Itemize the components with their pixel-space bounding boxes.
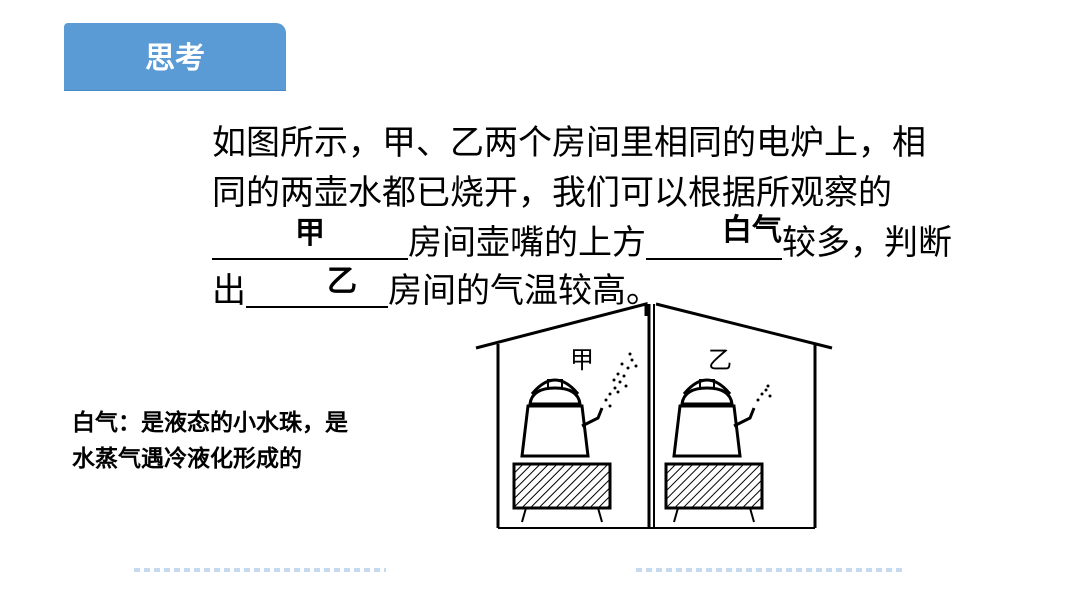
stove-right xyxy=(664,462,764,510)
answer-blank-3[interactable] xyxy=(246,272,388,308)
footer-divider-right xyxy=(636,568,902,572)
question-line-2: 同的两壶水都已烧开，我们可以根据所观察的 xyxy=(212,173,892,213)
note-line-1: 白气：是液态的小水珠，是 xyxy=(72,410,348,436)
question-line-4-start: 出 xyxy=(212,271,246,311)
steam-left xyxy=(604,352,638,408)
footer-divider-left xyxy=(134,568,386,572)
room-label-left: 甲 xyxy=(570,346,594,374)
section-tab: 思考 xyxy=(64,23,286,91)
answer-blank-1[interactable] xyxy=(212,224,408,260)
question-line-4: 出 房间的气温较高。 xyxy=(212,266,660,316)
question-line-1: 如图所示，甲、乙两个房间里相同的电炉上，相 xyxy=(212,123,926,163)
answer-3: 乙 xyxy=(327,264,357,299)
question-line-3: 房间壶嘴的上方 较多，判断 xyxy=(212,218,952,268)
explanation-note: 白气：是液态的小水珠，是 水蒸气遇冷液化形成的 xyxy=(72,405,472,477)
left-roof xyxy=(475,302,648,350)
answer-1: 甲 xyxy=(295,216,325,251)
question-line-3-mid: 房间壶嘴的上方 xyxy=(408,223,646,263)
section-tab-label: 思考 xyxy=(145,41,205,76)
two-rooms-kettle-diagram: 甲 乙 xyxy=(475,302,833,529)
kettle-left xyxy=(520,378,604,458)
right-roof xyxy=(655,302,833,350)
question-line-3-end: 较多，判断 xyxy=(782,223,952,263)
stove-left xyxy=(512,462,612,510)
room-label-right: 乙 xyxy=(708,346,732,374)
answer-blank-2[interactable] xyxy=(646,224,782,260)
question-line-4-end: 房间的气温较高。 xyxy=(388,271,660,311)
steam-right xyxy=(756,384,772,402)
answer-2: 白气 xyxy=(722,213,782,248)
kettle-right xyxy=(672,378,756,458)
note-line-2: 水蒸气遇冷液化形成的 xyxy=(72,446,302,472)
